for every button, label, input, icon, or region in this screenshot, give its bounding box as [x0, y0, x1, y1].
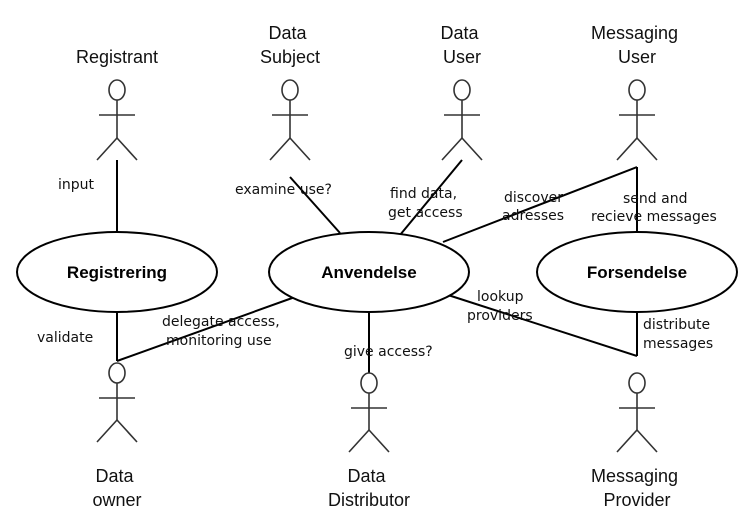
- forsendelse-ellipse: [536, 231, 738, 313]
- usecase-registrering: Registrering: [16, 231, 218, 313]
- edge-data-subject-anvendelse: [289, 176, 341, 234]
- messaging-user-figure-icon: [616, 79, 658, 161]
- edge-label-input: input: [58, 177, 95, 193]
- edge-label-send-receive: send and recieve messages: [591, 191, 717, 225]
- edge-label-lookup: lookup providers: [467, 289, 533, 324]
- data-subject-figure-icon: [269, 79, 311, 161]
- usecase-forsendelse: Forsendelse: [536, 231, 738, 313]
- messaging-provider-name: Messaging Provider: [591, 466, 683, 510]
- actor-data-user: Data User: [440, 23, 483, 161]
- edge-anvendelse-data-owner: [116, 296, 296, 362]
- edge-anvendelse-messaging-provider: [447, 294, 638, 357]
- messaging-provider-figure-icon: [616, 372, 658, 453]
- registrant-figure-icon: [96, 79, 138, 161]
- data-user-name: Data User: [440, 23, 483, 67]
- actor-data-distributor: Data Distributor: [328, 372, 410, 510]
- data-owner-figure-icon: [96, 362, 138, 443]
- anvendelse-ellipse: [268, 231, 470, 313]
- data-distributor-name: Data Distributor: [328, 466, 410, 510]
- edge-label-find-data: find data, get access: [388, 186, 463, 221]
- edge-label-delegate: delegate access, monitoring use: [162, 314, 284, 349]
- registrering-ellipse: [16, 231, 218, 313]
- edge-label-give-access: give access?: [344, 344, 433, 360]
- registrant-name: Registrant: [76, 47, 158, 67]
- edge-label-validate: validate: [37, 330, 93, 346]
- data-subject-name: Data Subject: [260, 23, 320, 67]
- data-distributor-figure-icon: [348, 372, 390, 453]
- edge-label-distribute: distribute messages: [643, 317, 715, 352]
- registrering-label: Registrering: [67, 263, 167, 282]
- data-owner-name: Data owner: [92, 466, 141, 510]
- messaging-user-name: Messaging User: [591, 23, 683, 67]
- actor-data-subject: Data Subject: [260, 23, 320, 161]
- actor-messaging-user: Messaging User: [591, 23, 683, 161]
- forsendelse-label: Forsendelse: [587, 263, 687, 282]
- data-user-figure-icon: [441, 79, 483, 161]
- anvendelse-label: Anvendelse: [321, 263, 416, 282]
- edge-data-user-anvendelse: [399, 159, 463, 236]
- connectors: [116, 159, 638, 373]
- edge-messaging-user-anvendelse: [442, 166, 638, 243]
- actor-registrant: Registrant: [76, 47, 158, 161]
- actor-data-owner: Data owner: [92, 362, 142, 510]
- edge-label-examine-use: examine use?: [235, 182, 332, 198]
- edge-label-discover: discover adresses: [502, 190, 567, 224]
- usecase-anvendelse: Anvendelse: [268, 231, 470, 313]
- actor-messaging-provider: Messaging Provider: [591, 372, 683, 510]
